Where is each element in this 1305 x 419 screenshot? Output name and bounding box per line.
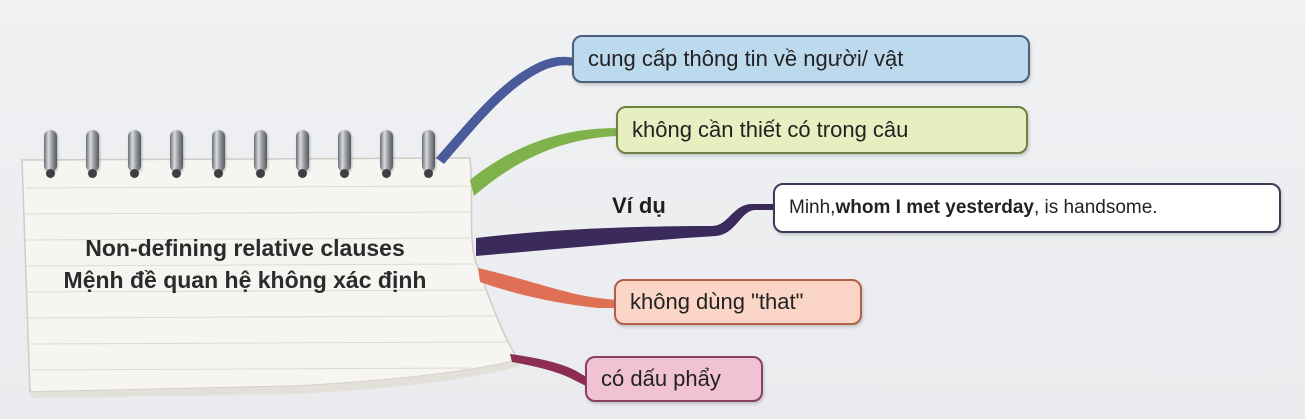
notepad — [21, 157, 520, 398]
binding-ring — [86, 130, 99, 178]
binding-ring — [170, 130, 183, 178]
binding-ring — [212, 130, 225, 178]
branch-label: không cần thiết có trong câu — [632, 117, 909, 142]
branch-label: có dấu phẩy — [601, 366, 721, 391]
example-suffix: , is handsome. — [1034, 197, 1158, 218]
branch-node-not-necessary: không cần thiết có trong câu — [616, 106, 1028, 154]
spiral-binding — [38, 130, 458, 190]
branch-node-provide-info: cung cấp thông tin về người/ vật — [572, 35, 1030, 83]
branch-label-example: Ví dụ — [612, 193, 666, 218]
binding-ring — [128, 130, 141, 178]
central-topic-vietnamese: Mệnh đề quan hệ không xác định — [63, 267, 427, 293]
branch-line-4 — [478, 268, 616, 308]
branch-line-3 — [476, 204, 774, 256]
example-bold-clause: whom I met yesterday — [835, 197, 1034, 218]
binding-ring — [380, 130, 393, 178]
branch-line-5 — [510, 354, 588, 386]
branch-label: không dùng "that" — [630, 289, 804, 314]
branch-line-1 — [436, 56, 574, 164]
branch-node-no-that: không dùng "that" — [614, 279, 862, 325]
example-sentence-box: Minh, whom I met yesterday, is handsome. — [773, 183, 1281, 233]
binding-ring — [422, 130, 435, 178]
central-topic: Non-defining relative clauses Mệnh đề qu… — [30, 232, 460, 296]
branch-label: cung cấp thông tin về người/ vật — [588, 46, 904, 71]
example-prefix: Minh, — [789, 197, 836, 218]
binding-ring — [338, 130, 351, 178]
binding-ring — [44, 130, 57, 178]
binding-ring — [254, 130, 267, 178]
branch-node-comma: có dấu phẩy — [585, 356, 763, 402]
branch-line-2 — [470, 128, 618, 196]
binding-ring — [296, 130, 309, 178]
central-topic-english: Non-defining relative clauses — [85, 235, 405, 261]
